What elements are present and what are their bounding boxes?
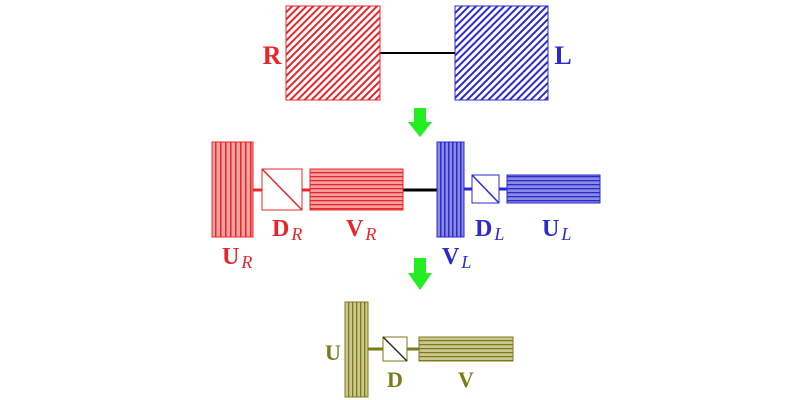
label-l: L bbox=[554, 41, 571, 70]
label-d: D bbox=[387, 367, 403, 392]
tensor-r-block bbox=[285, 5, 381, 101]
down-arrow-icon bbox=[408, 108, 432, 137]
label-v: V bbox=[458, 367, 474, 392]
v-r-block bbox=[309, 168, 404, 211]
u-block bbox=[344, 301, 369, 398]
v-l-block bbox=[436, 141, 465, 238]
u-r-block bbox=[211, 141, 254, 238]
diagonal-line bbox=[471, 174, 500, 204]
label-r: R bbox=[263, 41, 282, 70]
diagonal-line bbox=[261, 168, 303, 211]
v-block bbox=[418, 336, 514, 362]
diagonal-line bbox=[382, 336, 408, 362]
down-arrow-icon bbox=[408, 258, 432, 290]
u-l-block bbox=[506, 174, 601, 204]
tensor-l-block bbox=[454, 5, 549, 101]
label-u: U bbox=[325, 340, 341, 365]
